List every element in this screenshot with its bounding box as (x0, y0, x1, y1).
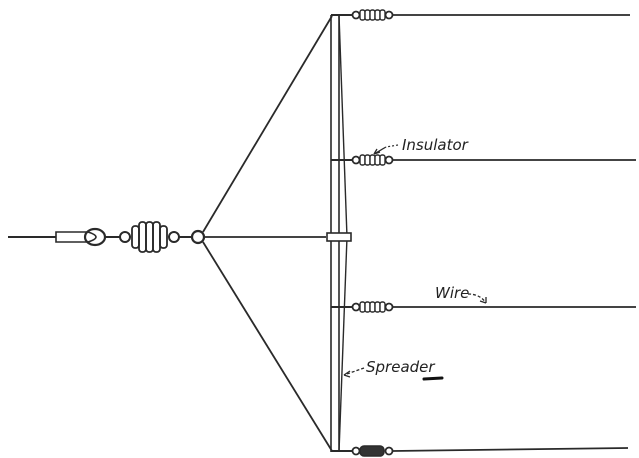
spreader (326, 14, 352, 453)
wire-label: Wire (435, 284, 469, 302)
ink-mark (422, 376, 444, 381)
antenna-wire-4 (331, 445, 629, 457)
bridle-bottom (202, 241, 333, 452)
antenna-wire-1 (331, 9, 630, 21)
antenna-wire-3 (331, 301, 636, 313)
insulator-callout: Insulator (373, 136, 469, 155)
insulator-label: Insulator (402, 136, 469, 154)
thimble (55, 231, 97, 243)
wire-callout: Wire (435, 284, 487, 304)
spreader-center-band (326, 232, 352, 242)
insulator-3 (359, 301, 386, 313)
junction-ring (190, 229, 206, 245)
ring-2 (168, 231, 180, 243)
ring-1 (119, 231, 131, 243)
bridle-top (202, 15, 333, 233)
insulator-2 (359, 154, 386, 166)
spreader-callout: Spreader (343, 358, 444, 381)
bridle (202, 15, 333, 452)
lead-in-assembly (8, 221, 206, 253)
strain-insulator (131, 221, 168, 253)
insulator-4 (359, 445, 385, 457)
antenna-wire-2 (331, 154, 636, 166)
spreader-label: Spreader (366, 358, 435, 376)
eye-loop (83, 227, 107, 247)
insulator-1 (359, 9, 386, 21)
antenna-wires (331, 9, 636, 457)
